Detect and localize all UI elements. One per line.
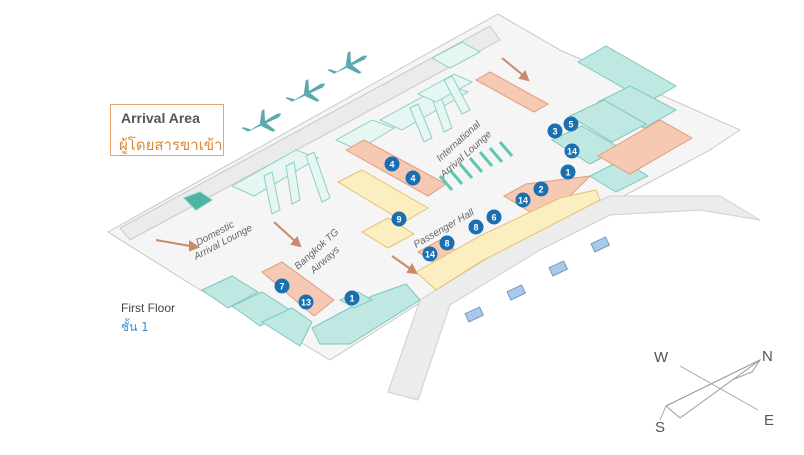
marker[interactable]: 8 [468, 219, 484, 235]
bus-icon [464, 306, 485, 323]
compass-n: N [762, 348, 773, 365]
marker[interactable]: 4 [384, 156, 400, 172]
marker[interactable]: 4 [405, 170, 421, 186]
lounge-stairs [438, 141, 514, 191]
markers: 4 4 9 3 5 14 1 2 14 6 8 8 14 7 13 1 [274, 116, 580, 310]
svg-text:4: 4 [410, 174, 415, 184]
marker[interactable]: 7 [274, 278, 290, 294]
svg-text:6: 6 [491, 213, 496, 223]
passenger-hall [336, 169, 601, 291]
svg-text:8: 8 [444, 239, 449, 249]
marker[interactable]: 1 [560, 164, 576, 180]
svg-text:4: 4 [389, 160, 394, 170]
marker[interactable]: 9 [391, 211, 407, 227]
floor-label-th: ชั้น 1 [121, 320, 149, 334]
svg-text:7: 7 [279, 282, 284, 292]
compass-e: E [764, 412, 774, 429]
compass-s: S [655, 419, 665, 436]
svg-text:8: 8 [473, 223, 478, 233]
marker[interactable]: 14 [422, 246, 438, 262]
arrival-area-box: Arrival Area ผู้โดยสารขาเข้า [110, 104, 224, 156]
arrival-area-title-th: ผู้โดยสารขาเข้า [119, 136, 223, 154]
marker[interactable]: 14 [564, 143, 580, 159]
bus-icon [506, 284, 527, 301]
marker[interactable]: 3 [547, 123, 563, 139]
floor-label: First Floor [121, 301, 175, 315]
svg-text:14: 14 [425, 250, 435, 260]
marker[interactable]: 8 [439, 235, 455, 251]
marker[interactable]: 5 [563, 116, 579, 132]
svg-text:3: 3 [552, 127, 557, 137]
bus-icon [590, 236, 611, 253]
piers [230, 41, 482, 215]
marker[interactable]: 1 [344, 290, 360, 306]
svg-text:13: 13 [301, 298, 311, 308]
marker[interactable]: 6 [486, 209, 502, 225]
marker[interactable]: 13 [298, 294, 314, 310]
marker[interactable]: 14 [515, 192, 531, 208]
svg-text:14: 14 [567, 147, 577, 157]
airplane-icons [241, 51, 368, 133]
compass-w: W [654, 349, 669, 366]
svg-text:2: 2 [538, 185, 543, 195]
bus-icons [464, 236, 611, 323]
marker[interactable]: 2 [533, 181, 549, 197]
bus-icon [548, 260, 569, 277]
compass-rose: N W E S [654, 348, 774, 436]
arrival-area-title: Arrival Area [121, 110, 200, 126]
airplane-icon [241, 109, 282, 133]
svg-text:14: 14 [518, 196, 528, 206]
svg-text:5: 5 [568, 120, 573, 130]
airplane-icon [285, 79, 326, 103]
svg-text:9: 9 [396, 215, 401, 225]
svg-text:1: 1 [349, 294, 354, 304]
direction-arrows [155, 57, 530, 275]
svg-text:1: 1 [565, 168, 570, 178]
airplane-icon [327, 51, 368, 75]
